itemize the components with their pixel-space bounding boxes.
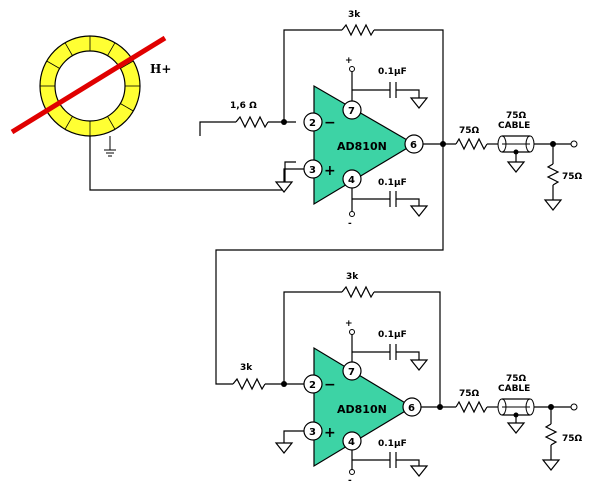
stage1-supply-pos: +: [345, 56, 353, 66]
stage2: 3k 3k AD810N 2 − 3 + 7 + 0.1μF 4: [232, 272, 583, 485]
stage2-pin-inv: 2: [309, 380, 316, 391]
stage2-amp-name: AD810N: [337, 403, 387, 416]
stage2-pin-noninv: 3: [309, 427, 316, 438]
stage2-cable-value: 75Ω: [506, 374, 527, 384]
stage2-load-resistor: 75Ω: [562, 434, 583, 444]
stage1-supply-neg: -: [348, 219, 352, 229]
stage2-feedback-resistor-label: 3k: [346, 272, 359, 282]
stage2-series-resistor: 75Ω: [459, 389, 480, 399]
current-wire: [10, 35, 167, 135]
stage2-supply-pos: +: [345, 319, 353, 329]
stage1: 1,6 Ω 3k AD810N 2 − 3 + 7 + 0.1μF 4: [230, 10, 583, 229]
stage1-cap-bottom: 0.1μF: [378, 178, 407, 188]
core-wiring: [89, 121, 296, 191]
stage2-pin-out: 6: [408, 403, 415, 414]
stage2-pin-vneg: 4: [348, 437, 355, 448]
stage1-series-resistor: 75Ω: [459, 126, 480, 136]
stage1-pin-inv: 2: [309, 118, 316, 129]
stage1-cable-label: CABLE: [498, 121, 530, 131]
stage1-cable-value: 75Ω: [506, 111, 527, 121]
field-label: H+: [150, 62, 171, 76]
stage1-feedback-resistor-label: 3k: [348, 10, 361, 20]
stage1-pin-vpos: 7: [348, 106, 355, 117]
stage2-pin-vpos: 7: [348, 367, 355, 378]
interstage-wire: [215, 144, 444, 385]
stage1-pin-noninv: 3: [309, 165, 316, 176]
stage2-supply-neg: -: [348, 476, 352, 485]
stage1-noninv-sign: +: [324, 163, 336, 179]
stage1-input-resistor-label: 1,6 Ω: [230, 101, 257, 111]
stage1-amp-name: AD810N: [337, 140, 387, 153]
toroid-core: H+: [10, 35, 171, 137]
stage2-cap-top: 0.1μF: [378, 330, 407, 340]
stage1-inv-sign: −: [324, 115, 336, 131]
stage2-input-resistor-label: 3k: [240, 363, 253, 373]
stage2-inv-sign: −: [324, 377, 336, 393]
stage1-load-resistor: 75Ω: [562, 172, 583, 182]
stage2-cap-bottom: 0.1μF: [378, 439, 407, 449]
stage2-noninv-sign: +: [324, 425, 336, 441]
stage2-cable-label: CABLE: [498, 384, 530, 394]
stage1-pin-out: 6: [410, 140, 417, 151]
stage1-pin-vneg: 4: [348, 175, 355, 186]
stage1-cap-top: 0.1μF: [378, 67, 407, 77]
